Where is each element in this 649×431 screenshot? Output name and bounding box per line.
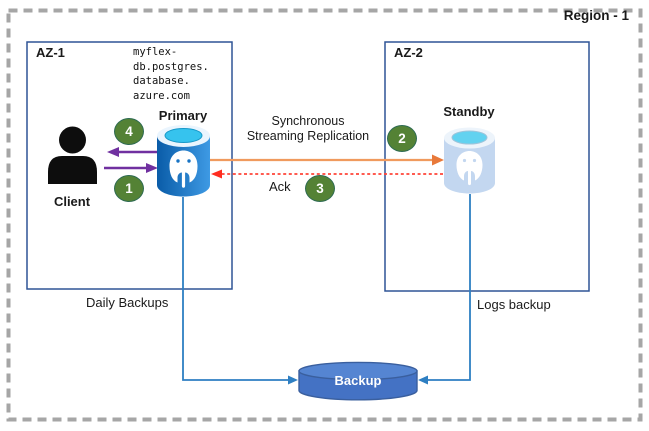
daily-backups-flow-label: Daily Backups (86, 295, 169, 310)
daily-backup-line (182, 197, 290, 381)
primary-to-client-arrowhead-icon (107, 147, 119, 157)
ack-flow-label: Ack (269, 179, 291, 194)
standby-node-label: Standby (443, 104, 495, 119)
postgresql-standby-icon (444, 127, 495, 194)
replication-flow-label: Synchronous Streaming Replication (246, 114, 370, 143)
primary-node-label: Primary (158, 108, 208, 123)
backup-node-label: Backup (334, 373, 382, 388)
postgresql-primary-icon (157, 125, 210, 197)
az2-label: AZ-2 (394, 45, 423, 60)
step-badge-2: 2 (387, 125, 417, 152)
primary-hostname: myflex- db.postgres. database. azure.com (133, 46, 209, 102)
step-badge-1: 1 (114, 175, 144, 202)
step-badge-3: 3 (305, 175, 335, 202)
logs-backup-arrowhead-icon (418, 375, 428, 385)
elephant-glyph (169, 150, 198, 188)
backup-storage-icon (298, 361, 418, 401)
replication-arrowhead-icon (432, 154, 444, 166)
az2-box (384, 41, 590, 292)
ack-arrowhead-icon (211, 169, 222, 179)
client-node-label: Client (53, 194, 91, 209)
step-badge-4: 4 (114, 118, 144, 145)
az1-label: AZ-1 (36, 45, 65, 60)
client-user-icon (48, 126, 97, 184)
region-border (6, 8, 643, 422)
client-to-primary-arrowhead-icon (146, 163, 158, 173)
region-label: Region - 1 (563, 8, 629, 23)
az1-box (26, 41, 233, 290)
daily-backup-arrowhead-icon (288, 375, 298, 385)
logs-backup-flow-label: Logs backup (477, 297, 551, 312)
elephant-glyph (456, 151, 483, 186)
logs-backup-line (426, 194, 471, 381)
